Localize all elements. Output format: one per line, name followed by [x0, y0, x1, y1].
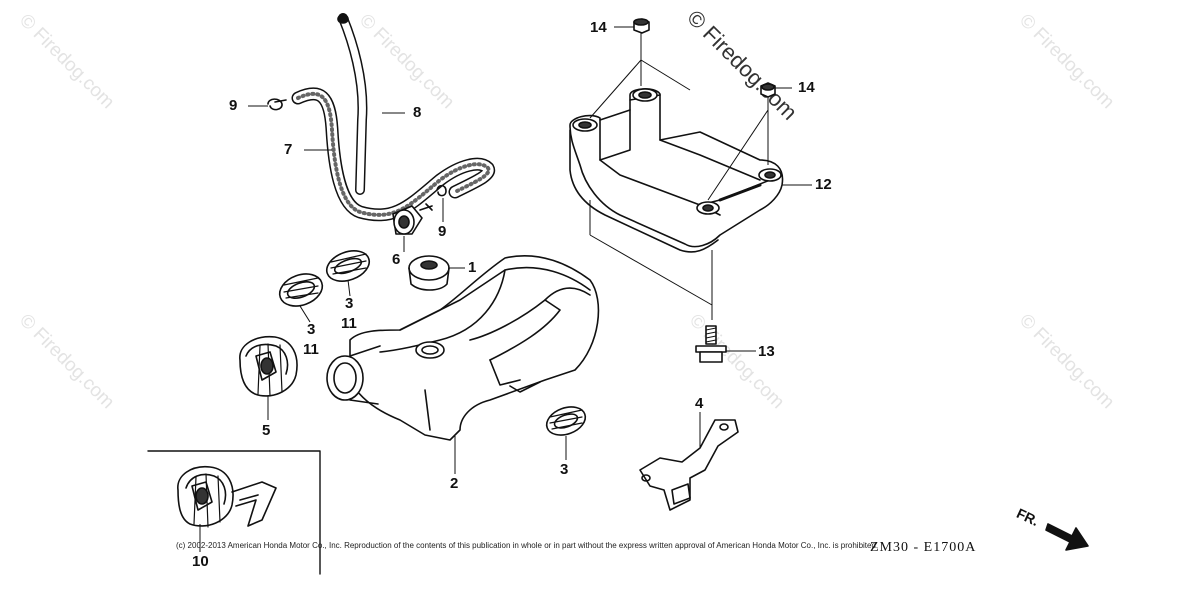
fuel-cap-with-strap	[177, 465, 277, 528]
callout-10: 10	[192, 553, 209, 570]
breather-tube	[337, 13, 368, 195]
callout-3-left: 3	[307, 321, 316, 338]
callout-6: 6	[392, 251, 401, 268]
callout-5: 5	[262, 422, 271, 439]
callout-11-center: 11	[341, 315, 357, 332]
callout-9-upper: 9	[229, 97, 238, 114]
front-direction-arrow	[1045, 523, 1089, 551]
tank-cushion-center	[325, 250, 371, 282]
callout-13: 13	[758, 343, 775, 360]
fuel-filler-cap	[239, 335, 298, 397]
callout-9-lower: 9	[438, 223, 447, 240]
callout-14-right: 14	[798, 79, 815, 96]
callout-4: 4	[695, 395, 704, 412]
diagram-code: ZM30 - E1700A	[870, 540, 977, 555]
fuel-tube	[291, 87, 495, 222]
callout-3-center: 3	[345, 295, 354, 312]
callout-11-left: 11	[303, 341, 319, 358]
tank-cushion-left	[278, 273, 324, 307]
tank-grommet	[408, 255, 450, 291]
copyright-notice: (c) 2002-2013 American Honda Motor Co., …	[176, 541, 879, 550]
callout-12: 12	[815, 176, 832, 193]
tank-cushion-lower	[545, 406, 587, 436]
flange-nut-top	[633, 18, 650, 34]
inset-frame	[147, 450, 321, 575]
callout-1: 1	[468, 259, 477, 276]
leader-lines	[199, 26, 812, 552]
callout-3-lower: 3	[560, 461, 569, 478]
fuel-strainer	[392, 203, 433, 235]
callout-7: 7	[284, 141, 293, 158]
callout-2: 2	[450, 475, 459, 492]
tank-stay-plate	[639, 419, 739, 511]
callout-14-top: 14	[590, 19, 607, 36]
hose-clip-lower	[436, 184, 447, 197]
hose-clip-upper	[267, 98, 287, 111]
flange-nut-right	[760, 82, 776, 98]
flange-bolt	[695, 325, 727, 363]
fuel-tank	[326, 254, 600, 441]
tank-support-frame	[569, 88, 784, 253]
callout-8: 8	[413, 104, 422, 121]
